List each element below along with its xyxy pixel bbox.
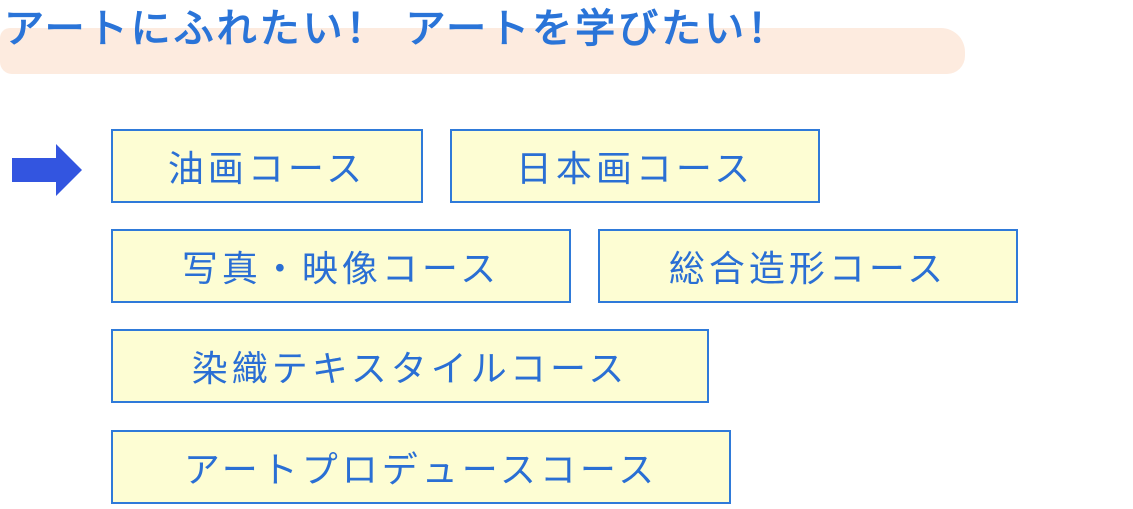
page-title: アートにふれたい！ アートを学びたい！ — [4, 6, 791, 52]
course-button-japanese-painting[interactable]: 日本画コース — [450, 129, 820, 203]
course-button-photo-video[interactable]: 写真・映像コース — [111, 229, 571, 303]
course-label: アートプロデュースコース — [183, 450, 659, 491]
title-highlight — [0, 28, 965, 74]
course-button-textile[interactable]: 染織テキスタイルコース — [111, 329, 709, 403]
course-label: 写真・映像コース — [181, 249, 501, 290]
course-label: 染織テキスタイルコース — [191, 349, 629, 390]
course-label: 日本画コース — [515, 149, 755, 190]
course-button-oil-painting[interactable]: 油画コース — [111, 129, 423, 203]
course-label: 油画コース — [167, 149, 367, 190]
arrow-right-icon — [12, 144, 82, 196]
course-button-general-sculpture[interactable]: 総合造形コース — [598, 229, 1018, 303]
course-label: 総合造形コース — [668, 249, 948, 290]
course-button-art-produce[interactable]: アートプロデュースコース — [111, 430, 731, 504]
